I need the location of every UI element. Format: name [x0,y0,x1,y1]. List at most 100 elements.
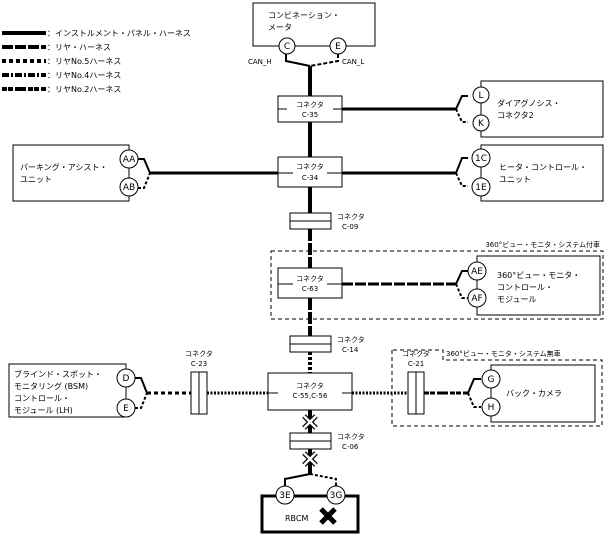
c63-title: コネクタ [296,274,324,283]
back-camera: バック・カメラ G H [481,364,596,423]
pin-1c-label: 1C [475,154,487,164]
connector-c34: コネクタ C-34 [277,156,343,188]
heater-label-2: ユニット [499,175,531,184]
rbcm: 3E 3G RBCM [260,485,360,534]
bsm-control-module-lh: ブラインド・スポット・ モニタリング (BSM) コントロール・ モジュール (… [8,363,136,418]
pin-e-label: E [335,42,341,52]
diag-label-2: コネクタ2 [497,111,534,120]
avm-label-3: モジュール [497,295,536,304]
c21-title: コネクタ [402,349,430,358]
wire-parking-ab [138,172,151,189]
rbcm-label: RBCM [285,514,308,523]
avm-label-1: 360°ビュー・モニタ・ [497,271,580,280]
c23-id: C-23 [191,360,207,368]
wire-camera-h [467,392,481,408]
c63-id: C-63 [302,285,318,293]
c21-id: C-21 [408,360,424,368]
parking-label-1: パーキング・アシスト・ [20,162,107,172]
region-avm-equipped [270,250,604,320]
region-avm-not-equipped [391,349,603,427]
wire-parking-aa [138,158,151,174]
connector-c09: コネクタ C-09 [289,212,365,231]
pin-3e [275,485,295,505]
pin-l [472,86,490,104]
pin-ae [467,261,487,281]
pin-k-label: K [478,119,485,129]
fault-x-icon [319,507,337,525]
wire-heater-1e [455,172,468,187]
c06-id: C-06 [342,443,359,451]
pin-bsm-e-label: E [123,404,129,414]
c34-id: C-34 [302,174,319,182]
pin-c-label: C [284,42,290,52]
pin-1e [471,177,491,197]
c14-title: コネクタ [337,335,365,344]
region-avm-not-equipped-label: 360°ビュー・モニタ・システム無車 [446,349,561,358]
pin-g-label: G [488,375,495,385]
pin-k [472,114,490,132]
wire-can-h-meter [285,54,311,67]
legend-label-dash: ：リヤ・ハーネス [47,43,111,52]
pin-d-label: D [123,374,130,384]
c09-title: コネクタ [337,212,365,221]
pin-h [481,397,501,417]
legend: ：インストルメント・パネル・ハーネス ：リヤ・ハーネス ：リヤNo.5ハーネス … [2,29,191,94]
pin-ab-label: AB [123,183,135,193]
can-h-label: CAN_H [248,58,272,66]
connector-c63: コネクタ C-63 [277,267,343,299]
wire-heater-1c [455,157,468,174]
pin-af-label: AF [471,294,482,304]
pin-3g [326,485,346,505]
pin-aa-label: AA [123,155,136,165]
can-l-label: CAN_L [342,58,364,66]
pin-af [467,288,487,308]
c55-id: C-55,C-56 [293,392,328,400]
heater-label-1: ヒータ・コントロール・ [499,163,587,172]
break-marker-lower [302,451,318,467]
wire-bsm-e [135,392,148,409]
bsm-label-2: モニタリング (BSM) [14,381,88,391]
wire-diag-l [455,95,468,110]
legend-label-dot: ：リヤNo.5ハーネス [47,57,121,66]
pin-l-label: L [478,91,483,101]
heater-control-unit: ヒータ・コントロール・ ユニット 1C 1E [471,144,604,202]
diag-label-1: ダイアグノシス・ [497,98,560,108]
bsm-label-3: コントロール・ [14,394,70,403]
c55-title: コネクタ [296,381,324,390]
pin-1e-label: 1E [475,183,487,193]
pin-h-label: H [488,403,495,413]
c09-id: C-09 [342,223,358,231]
c14-id: C-14 [342,346,359,354]
pin-ae-label: AE [471,267,483,277]
wire-camera-g [467,378,481,394]
legend-label-dashdotdot: ：リヤNo.2ハーネス [47,85,121,94]
pin-1c [471,148,491,168]
avm-control-module: 360°ビュー・モニタ・ コントロール・ モジュール AE AF [467,255,601,316]
c23-title: コネクタ [185,349,213,358]
wire-rbcm-3e [284,473,311,488]
c35-id: C-35 [302,111,318,119]
combination-meter: コンビネーション・ メータ C E CAN_H CAN_L [248,2,376,66]
bsm-label-4: モジュール (LH) [14,406,73,415]
parking-assist-unit: パーキング・アシスト・ ユニット AA AB [12,144,139,202]
connector-c21: コネクタ C-21 [402,349,430,415]
diagnosis-connector-2: ダイアグノシス・ コネクタ2 L K [472,80,604,138]
connector-c23: コネクタ C-23 [185,349,213,415]
legend-label-dashdot: ：リヤNo.4ハーネス [47,71,121,80]
wire-bsm-d [135,377,148,394]
c06-title: コネクタ [337,432,365,441]
c35-title: コネクタ [296,100,324,109]
break-marker-upper [302,414,318,430]
meter-label-1: コンビネーション・ [268,11,340,20]
connector-c14: コネクタ C-14 [289,335,365,354]
wire-avm-af [455,283,468,299]
region-avm-equipped-label: 360°ビュー・モニタ・システム付車 [485,240,600,249]
avm-label-2: コントロール・ [497,283,553,292]
connector-c55-c56: コネクタ C-55,C-56 [267,372,353,411]
pin-g [481,369,501,389]
legend-label-solid: ：インストルメント・パネル・ハーネス [47,29,191,38]
c34-title: コネクタ [296,162,324,171]
wire-can-l-meter [309,54,339,67]
meter-label-2: メータ [268,23,292,32]
